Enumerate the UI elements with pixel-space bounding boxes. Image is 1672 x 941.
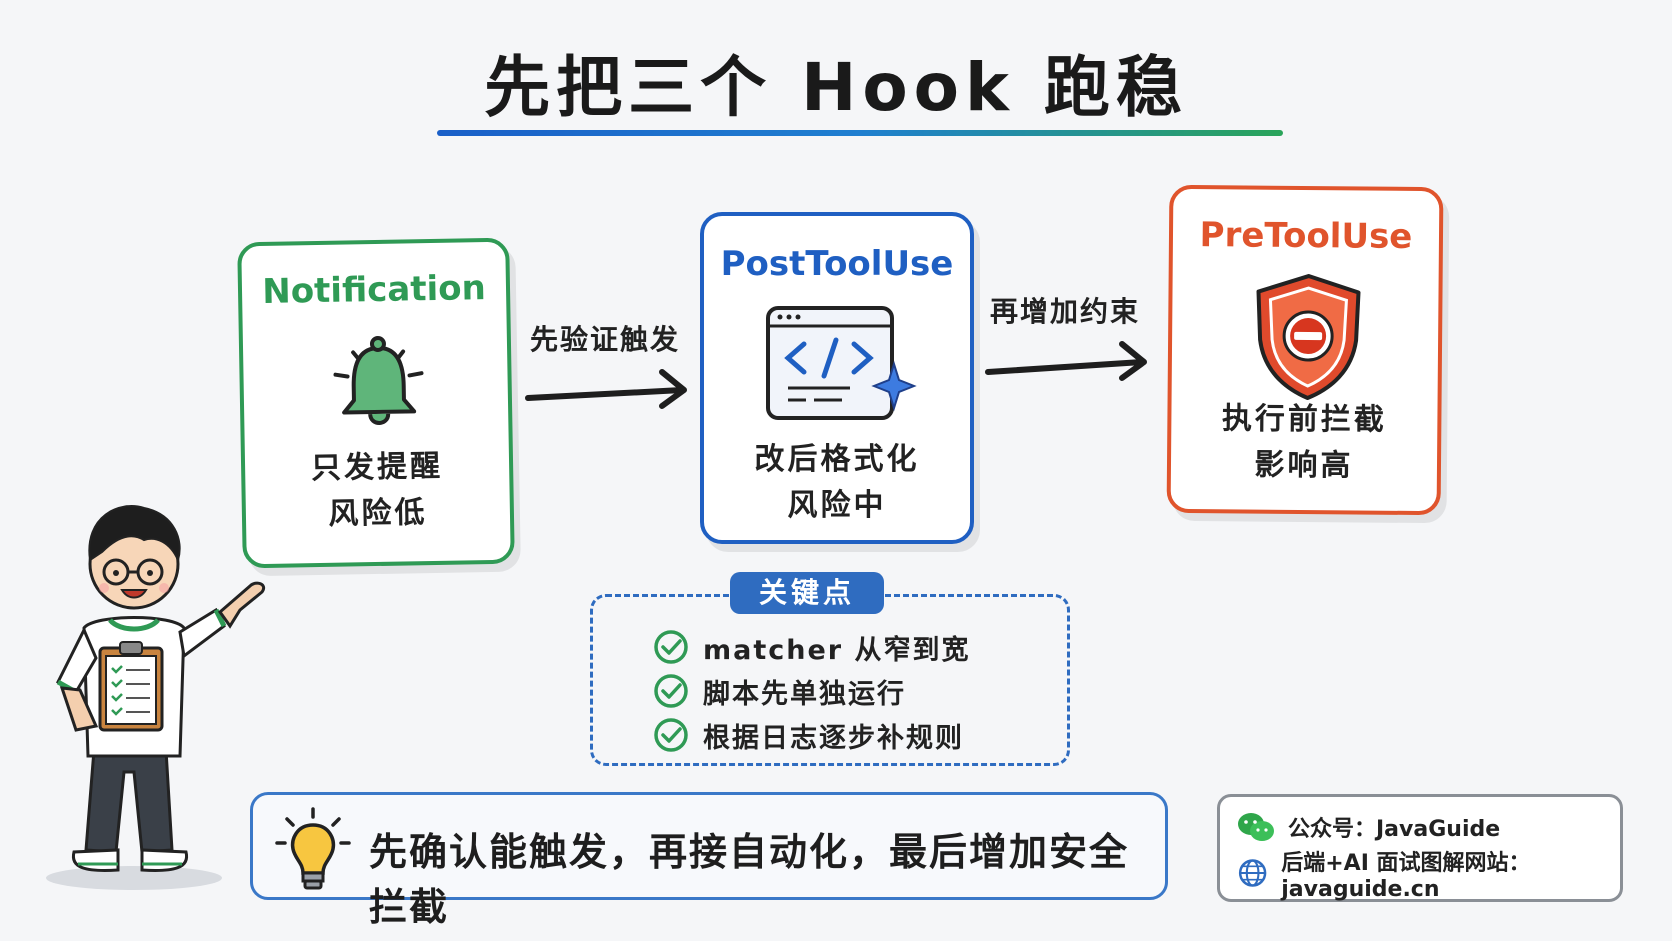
globe-icon xyxy=(1238,859,1267,887)
card-desc-pretooluse-2: 影响高 xyxy=(1254,447,1354,484)
page-title: 先把三个 Hook 跑稳 xyxy=(484,49,1188,126)
card-desc-posttooluse-1: 改后格式化 xyxy=(754,442,920,477)
summary-text: 先确认能触发，再接自动化，最后增加安全拦截 xyxy=(369,830,1130,929)
info-row-site: 后端+AI 面试图解网站：javaguide.cn xyxy=(1236,851,1620,902)
lightbulb-icon xyxy=(275,807,351,890)
arrow-label-2: 再增加约束 xyxy=(990,295,1141,328)
card-pretooluse: PreToolUse 执行前拦截 影响高 xyxy=(1166,184,1444,516)
check-circle-icon xyxy=(654,630,688,664)
check-circle-icon xyxy=(654,674,688,708)
card-desc-notification-1: 只发提醒 xyxy=(310,448,444,487)
info-box: 公众号：JavaGuide 后端+AI 面试图解网站：javaguide.cn xyxy=(1217,794,1623,902)
arrow-right-icon xyxy=(525,369,687,409)
card-desc-posttooluse-2: 风险中 xyxy=(787,488,887,523)
card-desc-pretooluse-1: 执行前拦截 xyxy=(1221,401,1388,438)
developer-character-illustration xyxy=(46,505,265,890)
website-text: 后端+AI 面试图解网站：javaguide.cn xyxy=(1281,850,1531,902)
check-circle-icon xyxy=(654,718,688,752)
arrow-label-1: 先验证触发 xyxy=(530,323,681,356)
shield-icon xyxy=(1256,274,1361,401)
card-title-pretooluse: PreToolUse xyxy=(1199,215,1413,257)
card-title-notification: Notification xyxy=(261,268,487,312)
key-points-box: matcher 从窄到宽 脚本先单独运行 根据日志逐步补规则 xyxy=(590,594,1070,766)
arrow-right-icon xyxy=(985,341,1147,381)
card-title-posttooluse: PostToolUse xyxy=(720,244,954,284)
bell-icon xyxy=(333,335,424,425)
key-points-badge: 关键点 xyxy=(730,572,884,614)
key-point-item: matcher 从窄到宽 xyxy=(653,625,971,669)
summary-box: 先确认能触发，再接自动化，最后增加安全拦截 xyxy=(250,792,1168,929)
card-notification: Notification 只发提醒 风险低 xyxy=(237,237,515,569)
key-point-text: matcher 从窄到宽 xyxy=(703,634,971,666)
key-point-text: 脚本先单独运行 xyxy=(703,678,906,710)
key-point-item: 脚本先单独运行 xyxy=(653,669,906,713)
card-desc-notification-2: 风险低 xyxy=(328,495,428,532)
key-point-item: 根据日志逐步补规则 xyxy=(653,713,964,757)
title-underline xyxy=(437,130,1283,136)
wechat-icon xyxy=(1238,813,1274,841)
wechat-account-text: 公众号：JavaGuide xyxy=(1288,817,1501,842)
code-window-icon xyxy=(766,306,917,420)
key-point-text: 根据日志逐步补规则 xyxy=(703,722,964,754)
card-posttooluse: PostToolUse 改后格式化 风险中 xyxy=(700,212,974,544)
info-row-wechat: 公众号：JavaGuide xyxy=(1236,807,1500,847)
